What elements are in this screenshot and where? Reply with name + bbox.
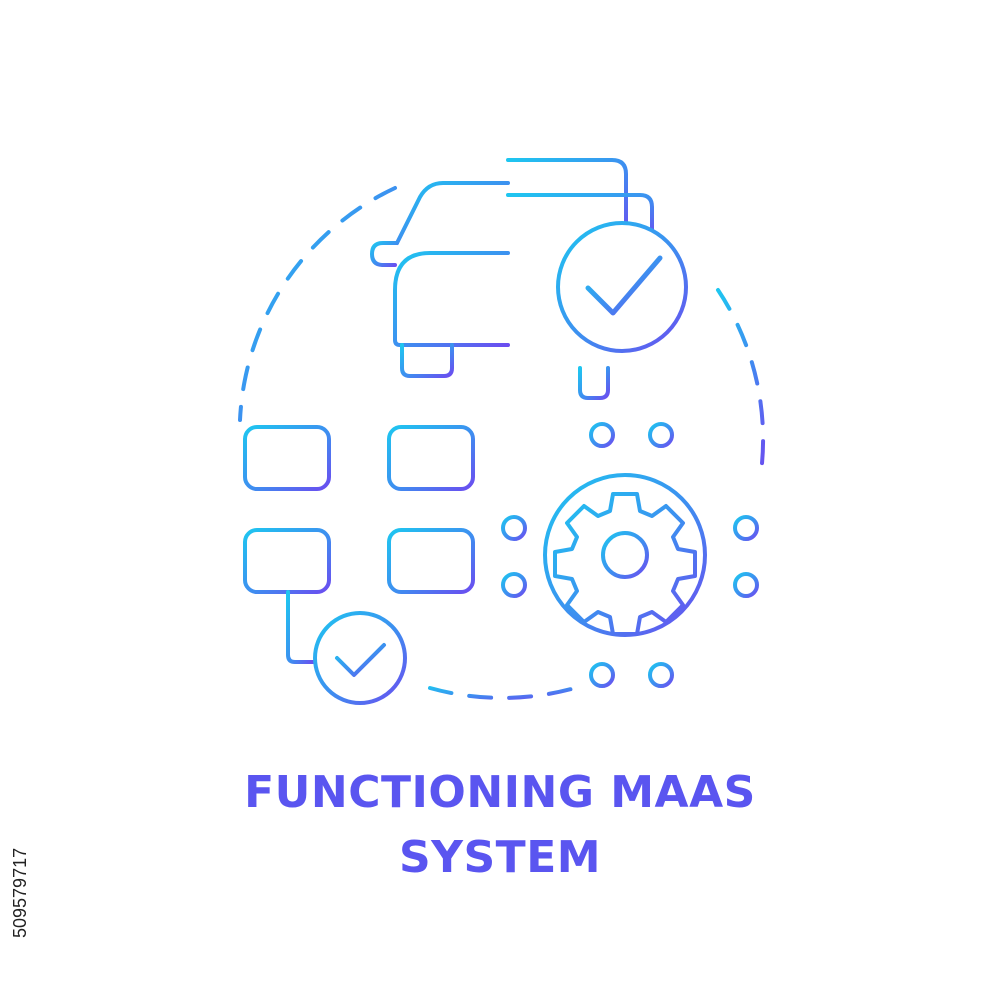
gear-network-icon xyxy=(501,422,759,688)
caption-line-1: FUNCTIONING MAAS xyxy=(244,767,756,818)
dashed-circle-right xyxy=(716,288,766,482)
car-icon xyxy=(370,103,654,427)
check-small-circle-icon xyxy=(313,611,407,705)
check-circle-icon xyxy=(556,221,688,353)
caption-line-2: SYSTEM xyxy=(398,832,602,883)
dashed-circle-bottom xyxy=(428,683,587,700)
flowchart-icon xyxy=(243,425,475,664)
dashed-circle xyxy=(238,186,397,422)
stock-id-label: 509579717 xyxy=(10,848,30,938)
stock-id-text: 509579717 xyxy=(10,848,30,938)
